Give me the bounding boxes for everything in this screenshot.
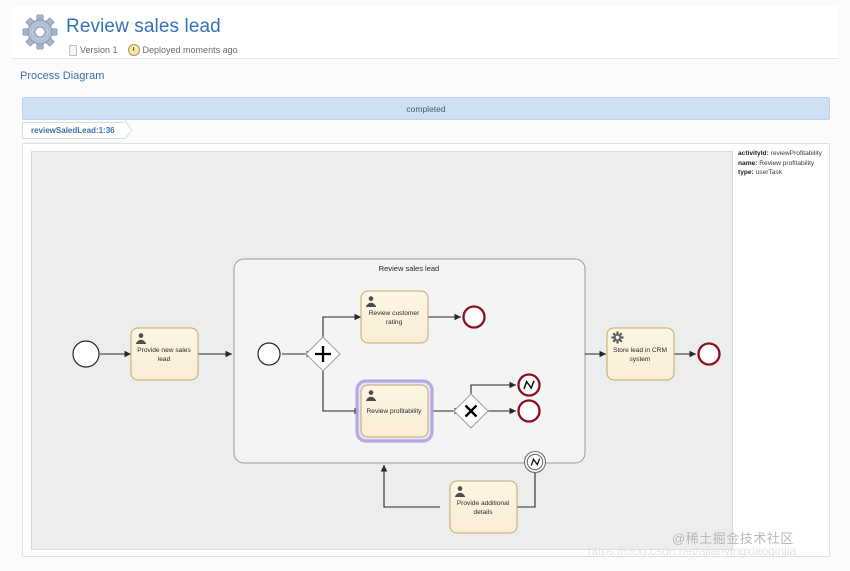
task-provide-new-sales-lead[interactable]: Provide new sales lead	[130, 327, 199, 381]
user-task-icon	[136, 333, 146, 344]
activity-info-panel: activityId: reviewProfitability name: Re…	[738, 149, 828, 178]
info-key: type:	[738, 169, 754, 177]
info-value: reviewProfitability	[770, 150, 822, 157]
event-end-error[interactable]	[517, 373, 541, 397]
task-review-profitability[interactable]: Review profitability	[355, 379, 434, 443]
gateway-exclusive[interactable]	[453, 393, 489, 429]
page-title: Review sales lead	[66, 16, 221, 37]
info-row-name: name: Review profitability	[738, 159, 828, 169]
subprocess-label: Review sales lead	[379, 264, 439, 273]
user-task-icon	[366, 390, 376, 401]
bpmn-diagram: Review sales lead	[72, 258, 721, 534]
deployed-label: Deployed moments ago	[142, 45, 238, 55]
watermark-url: https://blog.csdn.net/ajianyingxiaoqinji…	[588, 544, 797, 558]
event-start-inner[interactable]	[257, 342, 281, 366]
svg-text:rating: rating	[386, 319, 403, 326]
status-label: completed	[406, 103, 446, 114]
info-key: name:	[738, 159, 758, 167]
task-label: Review customer	[369, 310, 420, 317]
status-bar: completed	[22, 97, 830, 120]
header-meta: Version 1 Deployed moments ago	[68, 44, 238, 56]
page-header: Review sales lead Version 1 Deployed mom…	[12, 6, 838, 59]
clock-icon	[127, 44, 140, 56]
task-label: Store lead in CRM	[613, 347, 667, 354]
info-row-activity-id: activityId: reviewProfitability	[738, 149, 828, 159]
service-task-icon	[611, 331, 624, 344]
event-end-crm[interactable]	[697, 342, 721, 366]
watermark-text: @稀土掘金技术社区	[672, 531, 794, 546]
info-value: Review profitability	[759, 159, 815, 167]
gateway-parallel[interactable]	[305, 336, 341, 372]
info-value: userTask	[755, 169, 782, 177]
info-row-type: type: userTask	[738, 168, 828, 178]
info-key: activityId:	[738, 150, 769, 157]
task-review-customer-rating[interactable]: Review customer rating	[360, 290, 429, 344]
document-icon	[68, 44, 77, 56]
breadcrumb-item-process[interactable]: reviewSaledLead:1:36	[22, 122, 126, 139]
svg-text:system: system	[630, 356, 651, 363]
svg-text:lead: lead	[158, 356, 171, 363]
diagram-panel: Review sales lead	[22, 143, 830, 557]
task-provide-additional-details[interactable]: Provide additional details	[449, 480, 518, 534]
tab-process-diagram[interactable]: Process Diagram	[20, 70, 105, 82]
user-task-icon	[455, 486, 465, 497]
task-label: Review profitability	[367, 408, 423, 415]
user-task-icon	[366, 296, 376, 307]
task-label: Provide new sales	[137, 347, 191, 354]
event-end-customer-rating[interactable]	[462, 305, 486, 329]
event-boundary-error[interactable]	[523, 450, 547, 474]
breadcrumb: reviewSaledLead:1:36	[22, 122, 828, 139]
event-start-outer[interactable]	[72, 340, 100, 368]
version-label: Version 1	[80, 45, 118, 55]
svg-text:details: details	[473, 509, 493, 516]
task-label: Provide additional	[457, 500, 510, 507]
gear-icon	[22, 14, 58, 50]
event-end-profitability[interactable]	[517, 399, 541, 423]
diagram-canvas[interactable]: Review sales lead	[31, 151, 733, 550]
task-store-lead-in-crm-system[interactable]: Store lead in CRM system	[606, 327, 675, 381]
subprocess-review-sales-lead[interactable]: Review sales lead	[233, 258, 586, 464]
